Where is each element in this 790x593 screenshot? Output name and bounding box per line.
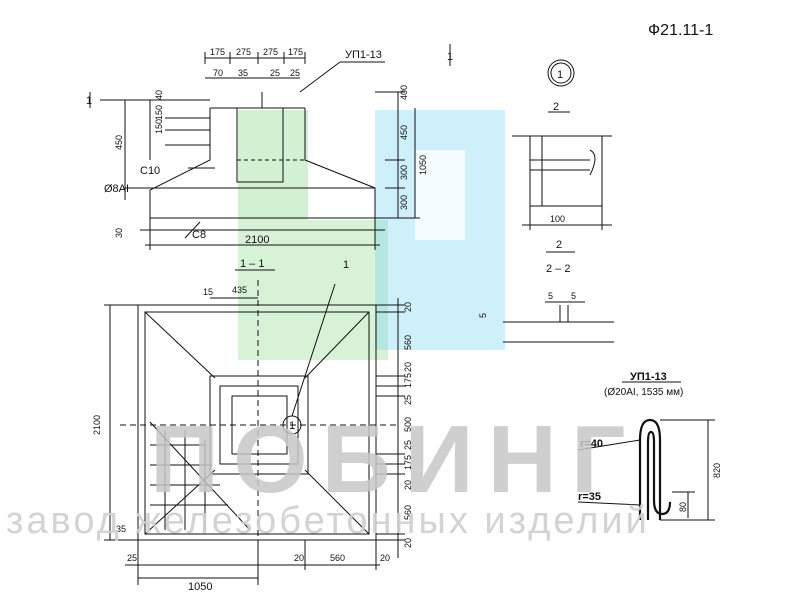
- elev-label-c10: С10: [140, 165, 160, 177]
- plan-section-label: 1 – 1: [240, 258, 264, 270]
- elev-right-dim-3: 300: [399, 165, 409, 180]
- elev-top-dim-4: 175: [288, 47, 303, 57]
- watermark-tagline: завод железобетонных изделий: [6, 500, 650, 542]
- plan-right-dim-6: 500: [403, 417, 413, 432]
- plan-right-dim-1: 20: [403, 302, 413, 312]
- plan-top-dim-2: 435: [232, 285, 247, 295]
- elev-left-dim-1: 40: [154, 90, 164, 100]
- loop-height: 820: [712, 463, 722, 478]
- plan-right-dim-10: 560: [403, 505, 413, 520]
- wm-green-block-2: [238, 220, 388, 360]
- plan-right-dim-5: 25: [403, 395, 413, 405]
- elev-width: 2100: [245, 234, 269, 246]
- loop-title: УП1-13: [630, 371, 667, 383]
- plan-view: [104, 269, 405, 585]
- elev-label-c8: С8: [192, 229, 206, 241]
- plan-bottom-dim-1: 25: [127, 553, 137, 563]
- elev-sub-dim-2: 35: [238, 68, 248, 78]
- detail-width: 100: [550, 214, 565, 224]
- loop-view: [577, 381, 715, 521]
- elev-total-height: 1050: [418, 155, 428, 175]
- elev-sub-dim-4: 25: [290, 68, 300, 78]
- detail-circle-mark: 1: [557, 69, 563, 81]
- elev-rebar: Ø8АI: [104, 183, 129, 195]
- plan-pointer: 1: [343, 259, 349, 271]
- elev-right-dim-4: 300: [399, 195, 409, 210]
- elev-right-dim-1: 400: [399, 85, 409, 100]
- plan-right-dim-2: 560: [403, 335, 413, 350]
- plan-right-dim-4: 175: [403, 373, 413, 388]
- elev-left-dim-4: 450: [114, 135, 124, 150]
- elev-mark-top: УП1-13: [345, 49, 382, 61]
- plan-bottom-dim-2: 20: [294, 553, 304, 563]
- plan-height: 2100: [92, 415, 102, 435]
- elevation-view: [89, 44, 451, 250]
- plan-right-dim-8: 175: [403, 455, 413, 470]
- drawing-code: Ф21.11-1: [648, 22, 714, 39]
- elev-top-dim-3: 275: [263, 47, 278, 57]
- plan-right-dim-7: 25: [403, 440, 413, 450]
- elev-top-dim-1: 175: [210, 47, 225, 57]
- elev-section-mark: 1: [86, 95, 92, 107]
- plan-half-width: 1050: [188, 581, 212, 593]
- plan-right-dim-9: 20: [403, 480, 413, 490]
- plan-bottom-dim-4: 20: [380, 553, 390, 563]
- plan-center-mark: 1: [289, 420, 295, 432]
- elev-section-mark-2: 1: [447, 51, 453, 63]
- detail-section-mark-2: 2: [556, 239, 562, 251]
- loop-spec: (Ø20АI, 1535 мм): [604, 387, 683, 398]
- detail-dim-2: 5: [571, 291, 576, 301]
- elev-left-dim-3: 150: [154, 105, 164, 120]
- detail-section-mark: 2: [553, 101, 559, 113]
- elev-sub-dim-1: 70: [213, 68, 223, 78]
- loop-r2: r=35: [578, 491, 601, 503]
- loop-inner: 80: [678, 502, 688, 512]
- plan-left-dim: 35: [116, 524, 126, 534]
- detail-dim-1: 5: [548, 291, 553, 301]
- elev-bottom-offset: 30: [114, 228, 124, 238]
- plan-right-dim-11: 20: [403, 538, 413, 548]
- plan-bottom-dim-3: 560: [330, 553, 345, 563]
- elev-left-dim-2: 150: [154, 119, 164, 134]
- elev-sub-dim-3: 25: [270, 68, 280, 78]
- detail-section-label: 2 – 2: [546, 263, 570, 275]
- detail-view: [503, 59, 614, 343]
- loop-r1: r=40: [580, 438, 603, 450]
- wm-white-hole: [415, 150, 465, 240]
- plan-right-dim-3: 20: [403, 362, 413, 372]
- elev-top-dim-2: 275: [236, 47, 251, 57]
- watermark-brand: ПОБИНГ: [150, 406, 640, 513]
- plan-top-dim-1: 15: [203, 287, 213, 297]
- elev-right-dim-2: 450: [399, 125, 409, 140]
- wm-green-block-1: [238, 110, 308, 220]
- detail-left-dim: 5: [478, 313, 488, 318]
